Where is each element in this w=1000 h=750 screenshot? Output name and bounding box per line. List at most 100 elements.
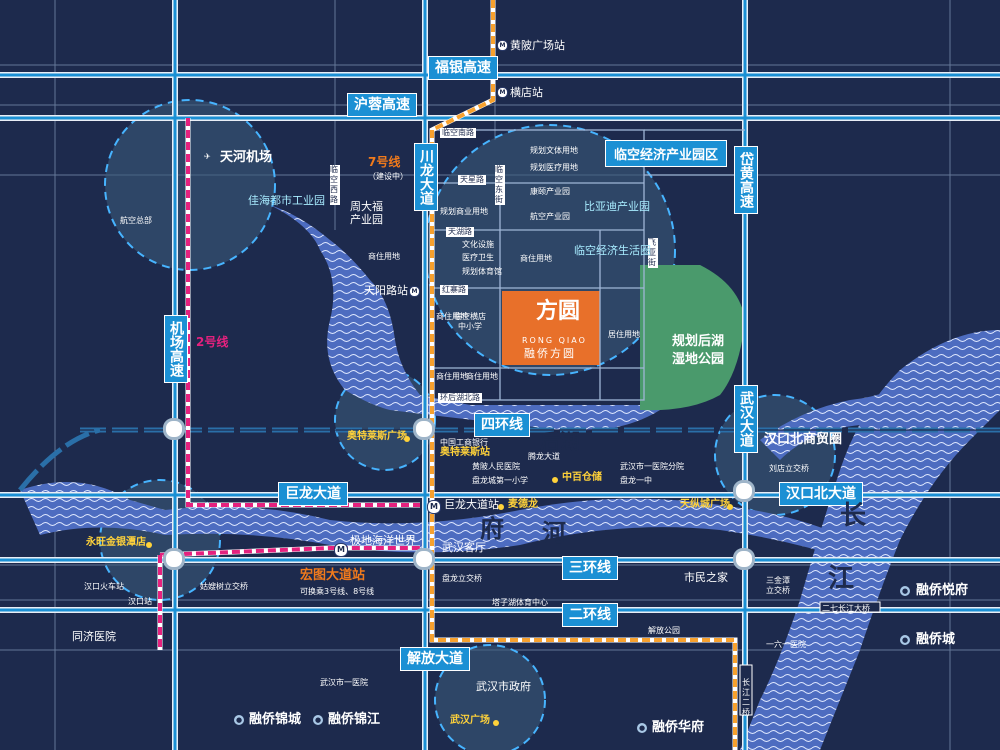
poi-dot	[727, 504, 733, 510]
houhu-lake	[270, 205, 732, 431]
lbl-gushi: 姑嫂树立交桥	[200, 582, 248, 591]
poi-wuhan-gov[interactable]: 武汉市政府	[476, 680, 531, 693]
poi-tianzong[interactable]: 天纵城广场	[680, 499, 730, 510]
metro-icon: M	[497, 40, 508, 51]
station-tianyang[interactable]: 天阳路站	[364, 284, 408, 297]
area-chang: 长	[840, 501, 867, 531]
poi-aote-sq[interactable]: 奥特莱斯广场	[347, 431, 407, 442]
metro-line-7-dash	[430, 0, 737, 750]
road-hankou-north: 汉口北大道	[779, 482, 863, 506]
poi-yongwang[interactable]: 永旺金银潭店	[86, 537, 146, 548]
metro-line-2-south-dash	[159, 546, 420, 557]
metro-icon: M	[497, 87, 508, 98]
area-jiahai[interactable]: 佳海都市工业园	[248, 194, 325, 207]
poi-wuhan-kt[interactable]: 武汉客厅	[442, 541, 486, 554]
plane-icon: ✈	[204, 152, 211, 161]
rongqiao-huafu[interactable]: 融侨华府	[652, 720, 705, 735]
area-linkong-life[interactable]: 临空经济生活圈	[574, 244, 651, 257]
lbl-jiefang-park: 解放公园	[648, 626, 680, 635]
station-hongtu[interactable]: 宏图大道站	[300, 568, 366, 583]
road-ring2: 二环线	[562, 603, 618, 627]
location-pin-icon: ●	[313, 715, 323, 725]
lbl-wenhua: 文化设施	[462, 240, 494, 249]
poi-shimin[interactable]: 市民之家	[684, 571, 728, 584]
rongqiao-jinjiang[interactable]: 融侨锦江	[328, 712, 381, 727]
station-julong[interactable]: 巨龙大道站	[444, 498, 499, 511]
location-pin-icon: ●	[900, 586, 910, 596]
location-pin-icon: ●	[637, 723, 647, 733]
project-logo: 方圆	[536, 299, 581, 324]
road-hongsai: 红寨路	[440, 285, 468, 295]
project-name[interactable]: 融侨方圆	[524, 347, 576, 360]
area-tianhe[interactable]: 天河机场	[220, 150, 273, 165]
poi-maidelong[interactable]: 麦德龙	[508, 499, 538, 510]
station-hankou-train[interactable]: 汉口火车站	[84, 582, 124, 591]
location-pin-icon: ●	[234, 715, 244, 725]
poi-tongji[interactable]: 同济医院	[72, 630, 116, 643]
road-daihuang: 岱黄高速	[734, 146, 758, 214]
station-line7-sub: （建设中）	[368, 172, 408, 181]
station-line2[interactable]: 2号线	[196, 335, 229, 349]
station-hankou[interactable]: 汉口站	[128, 597, 152, 606]
area-fuhe-fu: 府	[480, 515, 504, 543]
area-biyadi[interactable]: 比亚迪产业园	[584, 200, 650, 213]
area-houhu: 后湖	[540, 429, 580, 453]
changjiang-west	[760, 360, 960, 460]
interchange-ring	[733, 548, 755, 570]
poi-zhongbai[interactable]: 中百仓储	[562, 472, 602, 483]
lbl-hangkong-ind: 航空产业园	[530, 212, 570, 221]
interchange-ring	[163, 548, 185, 570]
lbl-ganxin: 规划商业用地	[440, 207, 488, 216]
lbl-sanjin: 三金潭 立交桥	[766, 576, 790, 595]
lbl-yiliuyi: 一六一医院	[766, 640, 806, 649]
station-jidi[interactable]: 极地海洋世界	[350, 534, 416, 547]
lbl-panlong-jiao: 盘龙立交桥	[442, 574, 482, 583]
lbl-juzhu: 居住用地	[608, 330, 640, 339]
poi-dot	[498, 504, 504, 510]
poi-wuhan-sq[interactable]: 武汉广场	[450, 715, 490, 726]
project-block	[502, 291, 600, 365]
station-hongtu-sub: 可换乘3号线、8号线	[300, 587, 375, 596]
road-tenglong: 腾龙大道	[528, 452, 560, 461]
ring4-west	[18, 427, 101, 492]
area-jiang: 江	[828, 564, 855, 594]
lbl-liudian: 刘店立交桥	[769, 464, 809, 473]
road-linkong-dong: 临空东街	[495, 165, 505, 205]
bridge-er	[819, 601, 881, 613]
lbl-panlong-school: 盘龙城第一小学	[472, 476, 528, 485]
road-linkong-xi: 临空西路	[330, 165, 340, 205]
station-line7[interactable]: 7号线	[368, 155, 401, 169]
metro-icon: M	[427, 500, 441, 514]
road-huanhou-bei: 环后湖北路	[438, 393, 482, 403]
lbl-tazi: 塔子湖体育中心	[492, 598, 548, 607]
lbl-shang5: 商住用地	[466, 372, 498, 381]
project-pinyin: RONG QIAO	[522, 336, 587, 345]
road-hurong: 沪蓉高速	[347, 93, 417, 117]
station-huangpi[interactable]: 黄陂广场站	[510, 39, 565, 52]
lbl-shang3: 商住用地	[436, 312, 468, 321]
road-jiefang: 解放大道	[400, 647, 470, 671]
lbl-tiyu: 规划体育馆	[462, 267, 502, 276]
area-linkong-park[interactable]: 临空经济产业园区	[605, 140, 728, 167]
lbl-zhongguo: 中国工商银行	[440, 438, 488, 447]
lbl-panlong1: 盘龙一中	[620, 476, 652, 485]
rongqiao-cheng[interactable]: 融侨城	[916, 632, 956, 647]
metro-icon: M	[334, 543, 348, 557]
lbl-yiliao-ws: 医疗卫生	[462, 253, 494, 262]
road-ring3: 三环线	[562, 556, 618, 580]
road-changjiang-er: 长江二桥	[742, 678, 750, 717]
rongqiao-yuefu[interactable]: 融侨悦府	[916, 583, 969, 598]
station-hengdian[interactable]: 横店站	[510, 86, 543, 99]
road-tianxing: 天星路	[458, 175, 486, 185]
lbl-huangpi-hosp: 黄陂人民医院	[472, 462, 520, 471]
area-hankou-trade[interactable]: 汉口北商贸圈	[764, 432, 843, 447]
lbl-shang4: 商住用地	[436, 372, 468, 381]
road-er-bridge: 二七长江大桥	[822, 604, 870, 613]
area-wetland[interactable]: 规划后湖 湿地公园	[672, 334, 725, 367]
station-aote[interactable]: 奥特莱斯站	[440, 447, 490, 458]
lbl-zhousimi: 周大福 产业园	[350, 200, 383, 226]
interchange-ring	[413, 548, 435, 570]
rongqiao-jincheng[interactable]: 融侨锦城	[249, 712, 302, 727]
interchange-ring	[413, 418, 435, 440]
